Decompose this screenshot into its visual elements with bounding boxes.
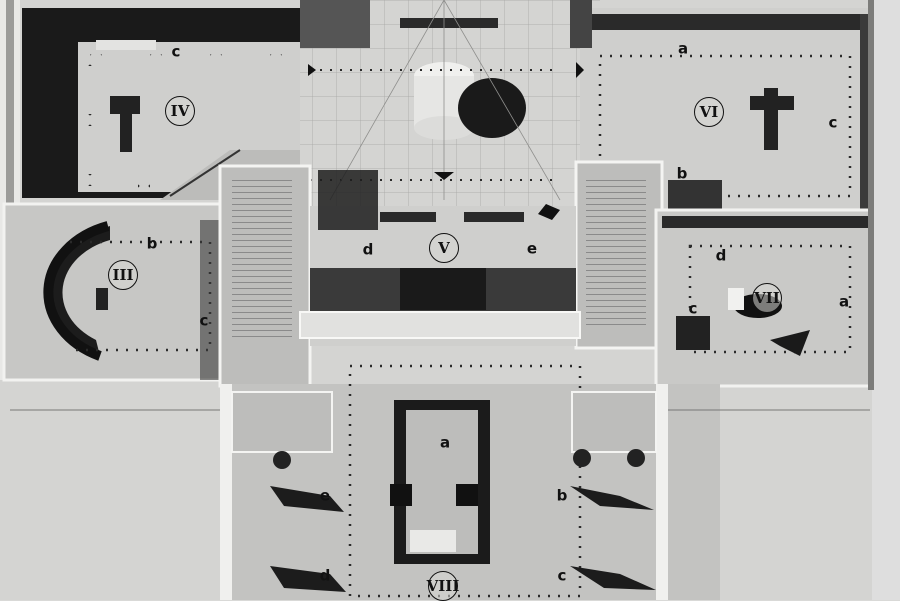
room-number-iii: III bbox=[108, 260, 138, 290]
room-viii bbox=[220, 364, 720, 600]
central-hall bbox=[300, 0, 592, 201]
room-number-iv: IV bbox=[165, 96, 195, 126]
display-letter-d: d bbox=[362, 240, 374, 259]
display-letter-c: c bbox=[199, 311, 209, 330]
display-letter-c: c bbox=[828, 113, 838, 132]
display-letter-c: c bbox=[688, 299, 698, 318]
room-number-viii: VIII bbox=[427, 571, 459, 601]
display-letter-b: b bbox=[676, 164, 688, 183]
display-letter-c: c bbox=[171, 42, 181, 61]
room-iii bbox=[2, 202, 224, 382]
display-letter-e: e bbox=[526, 239, 538, 258]
display-letter-d: d bbox=[715, 246, 727, 265]
display-letter-d: d bbox=[319, 566, 331, 585]
display-letter-b: b bbox=[556, 486, 568, 505]
display-letter-c: c bbox=[557, 566, 567, 585]
room-number-v: V bbox=[429, 233, 459, 263]
room-v bbox=[299, 170, 581, 346]
display-letter-e: e bbox=[319, 486, 331, 505]
display-letter-a: a bbox=[677, 39, 689, 58]
room-number-vi: VI bbox=[694, 97, 724, 127]
display-letter-b: b bbox=[146, 234, 158, 253]
display-letter-a: a bbox=[838, 292, 850, 311]
display-letter-a: a bbox=[439, 433, 451, 452]
room-number-vii: VII bbox=[752, 283, 782, 313]
